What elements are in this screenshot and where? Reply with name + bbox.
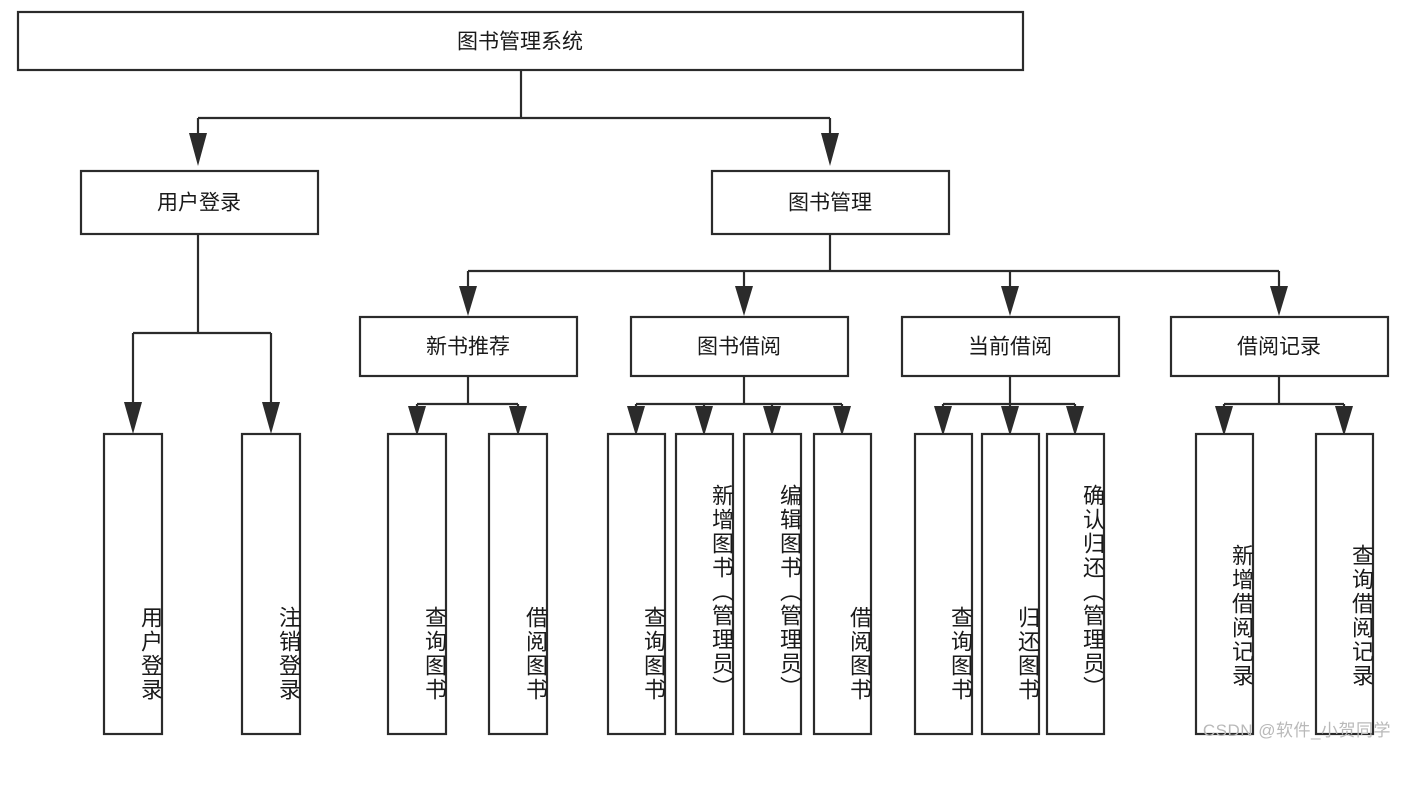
node-box-leaf-query-book-1[interactable]: [386, 432, 448, 736]
arrow-head-leaf-add-record: [1215, 406, 1233, 436]
connector-book-manage-to-level3: [459, 234, 1288, 316]
label-book-borrow: 图书借阅: [697, 336, 781, 359]
arrow-head-leaf-add-book: [695, 406, 713, 436]
label-user-login: 用户登录: [157, 192, 241, 215]
connector-root-to-level2: [189, 71, 839, 166]
node-box-root[interactable]: [16, 10, 1025, 72]
node-box-leaf-query-book-2[interactable]: [606, 432, 667, 736]
node-box-leaf-add-record[interactable]: [1194, 432, 1255, 736]
label-current-borrow: 当前借阅: [968, 336, 1052, 359]
label-book-manage: 图书管理: [788, 192, 872, 215]
arrow-head-leaf-user-login: [124, 402, 142, 434]
node-box-user-login[interactable]: [79, 169, 320, 236]
diagram-svg: 图书管理系统 用户登录 图书管理 新书推荐 图书借阅 当前借阅 借阅记录: [16, 10, 1390, 736]
arrow-head-new-book-rec: [459, 286, 477, 316]
node-box-leaf-edit-book[interactable]: [742, 432, 803, 736]
node-box-current-borrow[interactable]: [900, 315, 1121, 378]
node-box-leaf-query-book-3[interactable]: [913, 432, 974, 736]
node-box-leaf-borrow-book-1[interactable]: [487, 432, 549, 736]
node-box-leaf-add-book[interactable]: [674, 432, 735, 736]
arrow-head-leaf-borrow-book-2: [833, 406, 851, 436]
arrow-head-leaf-logout: [262, 402, 280, 434]
node-box-leaf-query-record[interactable]: [1314, 432, 1375, 736]
node-box-leaf-borrow-book-2[interactable]: [812, 432, 873, 736]
label-borrow-record: 借阅记录: [1237, 336, 1321, 359]
node-box-new-book-rec[interactable]: [358, 315, 579, 378]
connector-book-borrow-to-leaves: [627, 376, 851, 436]
node-box-book-manage[interactable]: [710, 169, 951, 236]
node-box-leaf-return-book[interactable]: [980, 432, 1041, 736]
arrow-head-leaf-query-book-2: [627, 406, 645, 436]
arrow-head-leaf-edit-book: [763, 406, 781, 436]
node-box-leaf-logout[interactable]: [240, 432, 302, 736]
arrow-head-leaf-query-book-3: [934, 406, 952, 436]
node-box-leaf-confirm-return[interactable]: [1045, 432, 1106, 736]
arrow-head-leaf-query-record: [1335, 406, 1353, 436]
arrow-head-leaf-borrow-book-1: [509, 406, 527, 436]
connector-borrow-record-to-leaves: [1215, 376, 1353, 436]
label-new-book-rec: 新书推荐: [426, 336, 510, 359]
node-box-borrow-record[interactable]: [1169, 315, 1390, 378]
arrow-head-leaf-confirm-return: [1066, 406, 1084, 436]
arrow-head-book-borrow: [735, 286, 753, 316]
node-box-book-borrow[interactable]: [629, 315, 850, 378]
arrow-head-current-borrow: [1001, 286, 1019, 316]
node-box-leaf-user-login[interactable]: [102, 432, 164, 736]
label-root: 图书管理系统: [457, 31, 583, 54]
connector-current-borrow-to-leaves: [934, 376, 1084, 436]
connector-new-book-rec-to-leaves: [408, 376, 527, 436]
arrow-head-leaf-return-book: [1001, 406, 1019, 436]
connector-user-login-to-leaves: [124, 234, 280, 434]
arrow-head-book-manage: [821, 133, 839, 166]
arrow-head-leaf-query-book-1: [408, 406, 426, 436]
arrow-head-borrow-record: [1270, 286, 1288, 316]
diagram-canvas: 图书管理系统 用户登录 图书管理 新书推荐 图书借阅 当前借阅 借阅记录 用户登…: [16, 10, 1391, 740]
arrow-head-user-login: [189, 133, 207, 166]
